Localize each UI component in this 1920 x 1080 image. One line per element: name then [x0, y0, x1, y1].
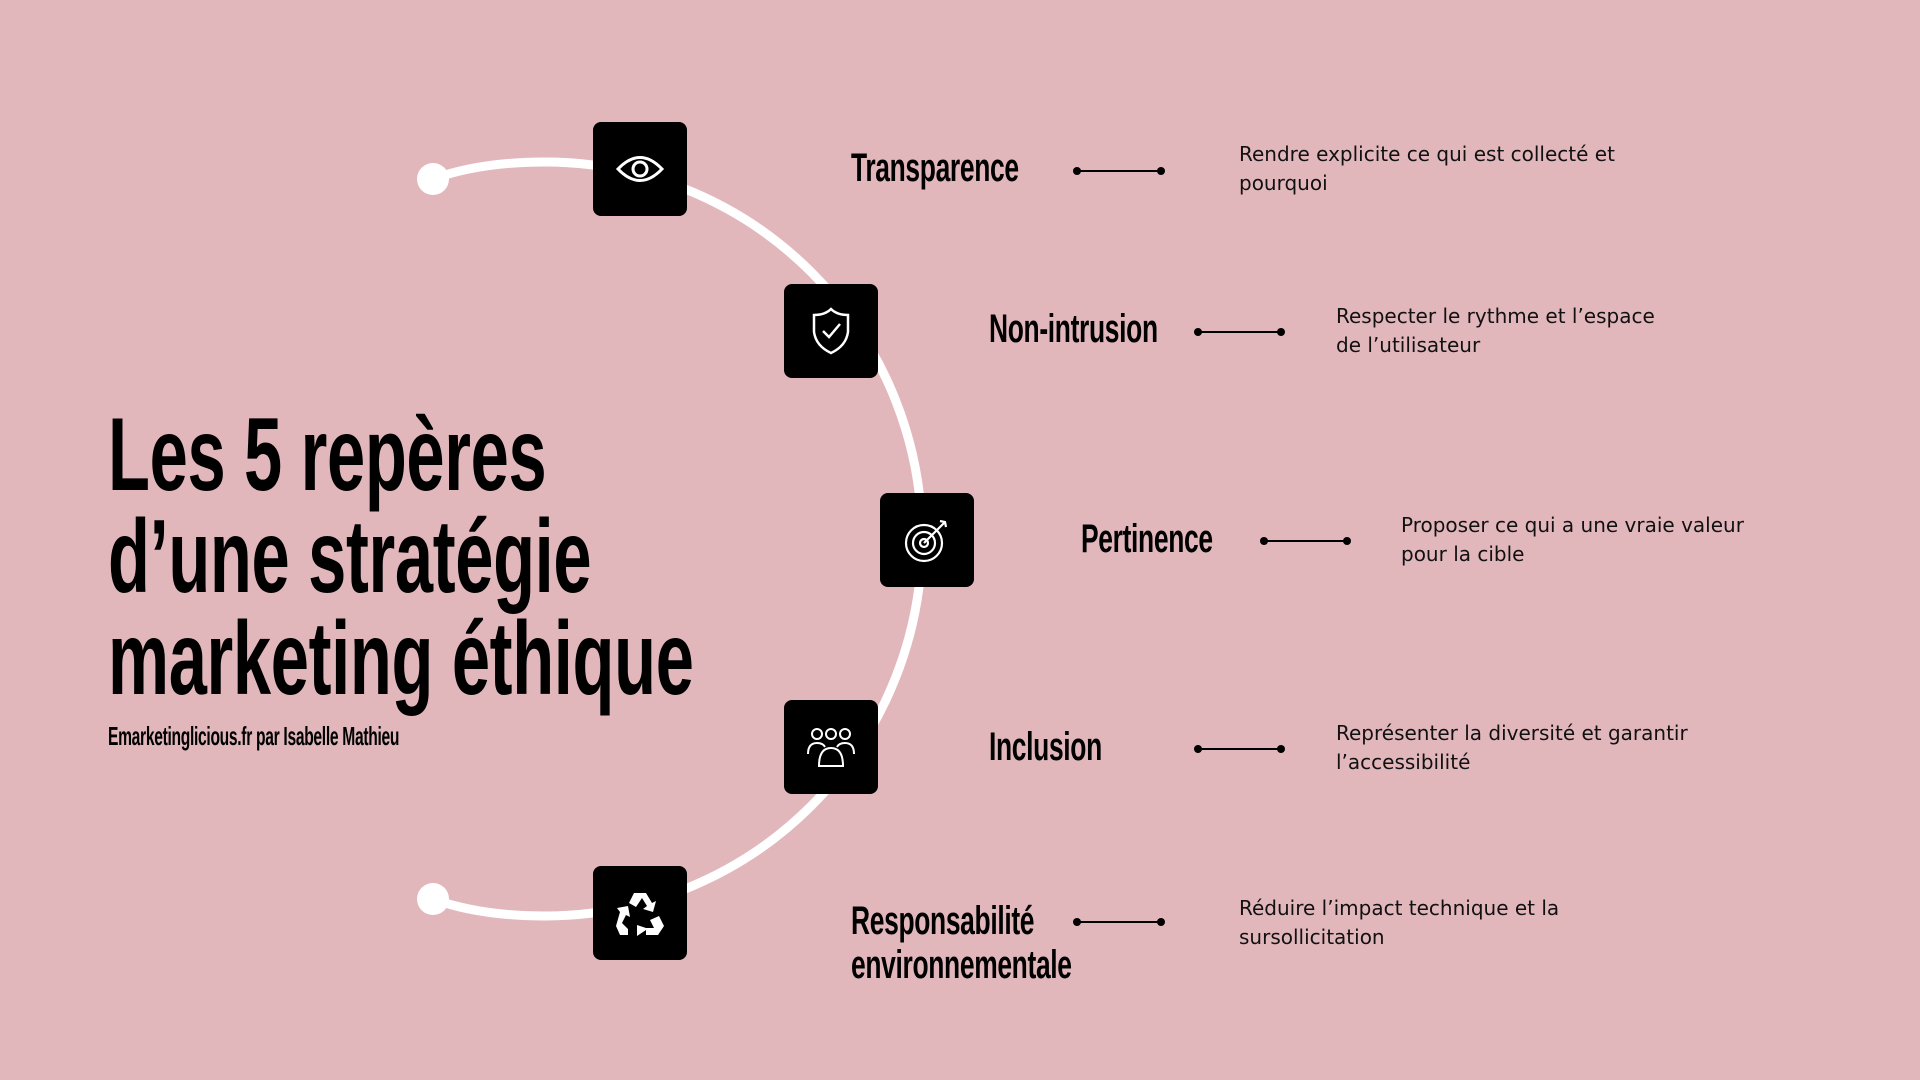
people-icon: [807, 728, 855, 767]
step-box-pertinence: [880, 493, 974, 587]
step-box-transparence: [593, 122, 687, 216]
step-description: Représenter la diversité et garantir l’a…: [1336, 719, 1776, 777]
recycle-icon: [616, 893, 664, 936]
connector-line: [1194, 328, 1285, 336]
arc-end-dot: [417, 883, 449, 915]
eye-icon: [615, 156, 665, 182]
step-title-line-1: Responsabilité: [851, 899, 1035, 943]
step-box-responsabilite: [593, 866, 687, 960]
description-line: Respecter le rythme et l’espace: [1336, 304, 1655, 328]
title-line-1: Les 5 repères: [108, 397, 547, 513]
description-line: l’accessibilité: [1336, 750, 1471, 774]
step-title-non-intrusion: Non-intrusion: [989, 307, 1158, 351]
step-description: Réduire l’impact technique et la sursoll…: [1239, 894, 1679, 952]
title-line-3: marketing éthique: [108, 601, 694, 717]
main-title: Les 5 repères d’une stratégie marketing …: [108, 397, 995, 717]
subtitle: Emarketinglicious.fr par Isabelle Mathie…: [108, 721, 400, 751]
description-line: Réduire l’impact technique et la: [1239, 896, 1560, 920]
description-line: Rendre explicite ce qui est collecté et: [1239, 142, 1615, 166]
connector-line: [1194, 745, 1285, 753]
title-line-2: d’une stratégie: [108, 499, 592, 615]
step-title-line-2: environnementale: [851, 943, 1072, 987]
shield-check-icon: [812, 307, 850, 355]
step-box-non-intrusion: [784, 284, 878, 378]
description-line: sursollicitation: [1239, 925, 1385, 949]
target-icon: [904, 519, 948, 563]
step-description: Proposer ce qui a une vraie valeur pour …: [1401, 511, 1841, 569]
step-description: Rendre explicite ce qui est collecté et …: [1239, 140, 1679, 198]
step-title-responsabilite: Responsabilité environnementale: [851, 899, 1072, 987]
description-line: Proposer ce qui a une vraie valeur: [1401, 513, 1744, 537]
description-line: pourquoi: [1239, 171, 1328, 195]
description-line: de l’utilisateur: [1336, 333, 1481, 357]
step-title-inclusion: Inclusion: [989, 725, 1102, 769]
step-title-pertinence: Pertinence: [1081, 517, 1213, 561]
description-line: Représenter la diversité et garantir: [1336, 721, 1688, 745]
connector-line: [1073, 167, 1165, 175]
step-box-inclusion: [784, 700, 878, 794]
connector-line: [1260, 537, 1351, 545]
step-title-transparence: Transparence: [851, 146, 1019, 190]
step-description: Respecter le rythme et l’espace de l’uti…: [1336, 302, 1776, 360]
arc-start-dot: [417, 163, 449, 195]
description-line: pour la cible: [1401, 542, 1525, 566]
connector-line: [1073, 918, 1165, 926]
